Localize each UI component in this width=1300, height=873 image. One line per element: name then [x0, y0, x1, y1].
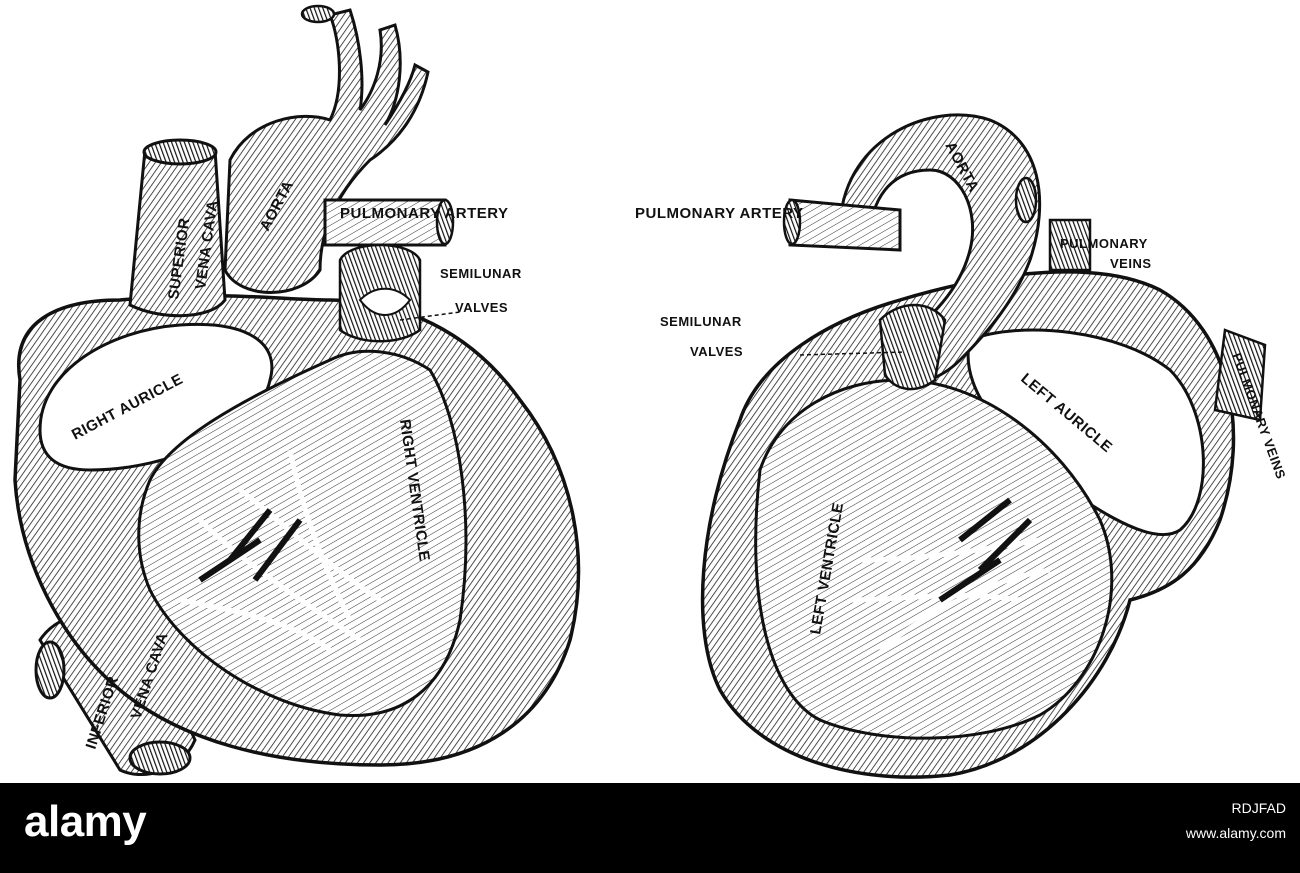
left-side-heart: AORTA PULMONARY ARTERY PULMONARY VEINS S… [635, 113, 1289, 779]
pulmonary-artery-shape-right [788, 198, 902, 252]
papillary-cords-left [179, 449, 382, 653]
label-pulmonary-artery-right: PULMONARY ARTERY [635, 205, 804, 222]
site-url[interactable]: www.alamy.com [1185, 825, 1286, 841]
alamy-logo[interactable]: alamy [24, 797, 147, 846]
papillary-cords-right [849, 537, 1051, 652]
heart-illustration: AORTA PULMONARY ARTERY SUPERIOR VENA CAV… [13, 4, 1289, 779]
label-semilunar-2-left: VALVES [455, 300, 508, 315]
label-semilunar-1-left: SEMILUNAR [440, 266, 522, 281]
label-pulmonary-veins-2: VEINS [1110, 256, 1152, 271]
label-semilunar-1-right: SEMILUNAR [660, 314, 742, 329]
superior-vena-cava-shape [128, 148, 227, 318]
right-ventricle-chamber [137, 349, 468, 718]
image-code: RDJFAD [1231, 800, 1286, 816]
label-semilunar-2-right: VALVES [690, 344, 743, 359]
aorta-shape-right [838, 113, 1042, 386]
stock-footer-bar: alamy RDJFAD www.alamy.com [0, 783, 1300, 873]
label-pulmonary-artery-left: PULMONARY ARTERY [340, 205, 509, 222]
label-pulmonary-veins-1: PULMONARY [1060, 236, 1148, 251]
left-heart: AORTA PULMONARY ARTERY SUPERIOR VENA CAV… [13, 4, 581, 777]
